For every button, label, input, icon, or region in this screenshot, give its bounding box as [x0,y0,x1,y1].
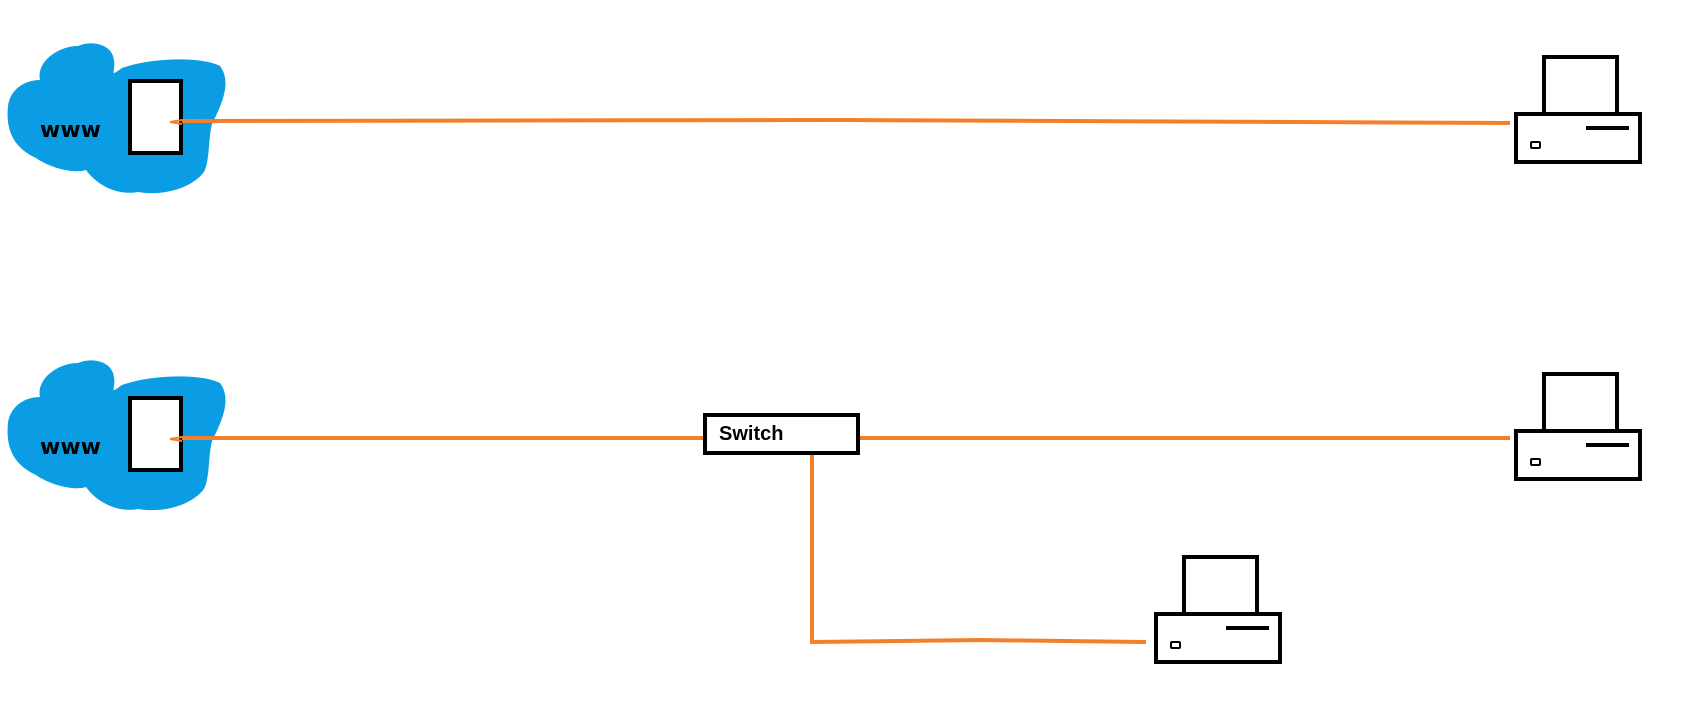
internet-cloud-top: www [7,43,226,194]
desktop-computer-top [1514,55,1642,164]
bottom-network: www Switch [7,360,1642,664]
modem-icon [128,396,183,472]
monitor-icon [1542,55,1619,116]
desktop-computer-lower [1154,555,1282,664]
system-unit-icon [1514,429,1642,481]
cloud-label: www [40,118,101,143]
system-unit-icon [1514,112,1642,164]
system-unit-icon [1154,612,1282,664]
cable-internet-to-pc-top [169,117,1511,125]
power-button-icon [1530,458,1541,466]
top-network: www [7,43,1642,194]
power-button-icon [1170,641,1181,649]
cable-internet-to-switch [169,436,704,442]
switch-box [703,413,860,455]
power-button-icon [1530,141,1541,149]
internet-cloud-bottom: www [7,360,226,511]
cable-switch-to-pc-lower [810,452,1147,645]
network-switch: Switch [703,413,860,455]
monitor-icon [1542,372,1619,433]
monitor-icon [1182,555,1259,616]
modem-icon [128,79,183,155]
cloud-label: www [40,435,101,460]
desktop-computer-right [1514,372,1642,481]
switch-label: Switch [719,423,783,445]
